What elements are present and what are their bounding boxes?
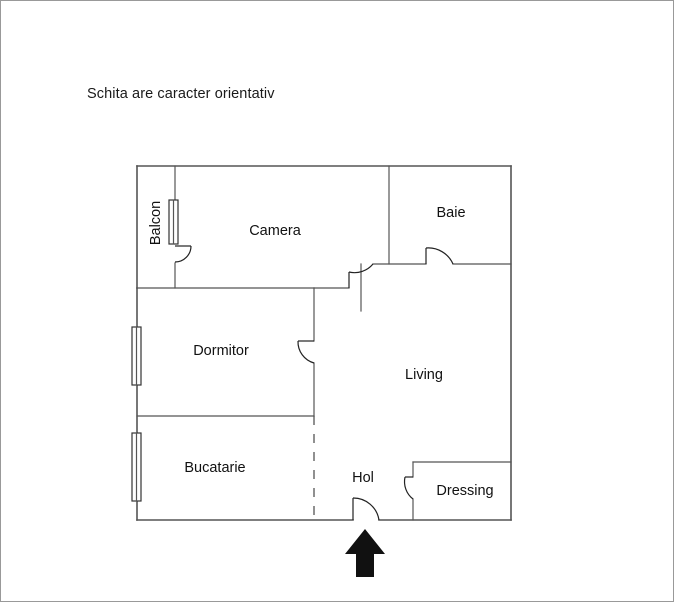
room-label-balcon: Balcon xyxy=(148,201,164,245)
doors xyxy=(174,245,454,521)
room-label-dressing: Dressing xyxy=(436,483,493,499)
room-labels: Balcon Camera Baie Dormitor Living Bucat… xyxy=(148,201,494,499)
door-baie xyxy=(425,247,454,265)
room-label-hol: Hol xyxy=(352,470,374,486)
interior-walls xyxy=(136,165,512,521)
room-label-living: Living xyxy=(405,367,443,383)
room-label-baie: Baie xyxy=(436,205,465,221)
entrance-arrow xyxy=(345,529,385,577)
room-label-bucatarie: Bucatarie xyxy=(184,460,245,476)
door-camera xyxy=(348,263,374,288)
windows xyxy=(131,199,179,502)
room-label-camera: Camera xyxy=(249,223,302,239)
door-dressing xyxy=(403,476,414,500)
outer-walls xyxy=(136,165,512,521)
door-entrance xyxy=(352,497,380,521)
room-label-dormitor: Dormitor xyxy=(193,343,249,359)
door-balcon xyxy=(174,245,192,263)
door-dormitor xyxy=(297,340,315,364)
page-title: Schita are caracter orientativ xyxy=(87,86,275,102)
